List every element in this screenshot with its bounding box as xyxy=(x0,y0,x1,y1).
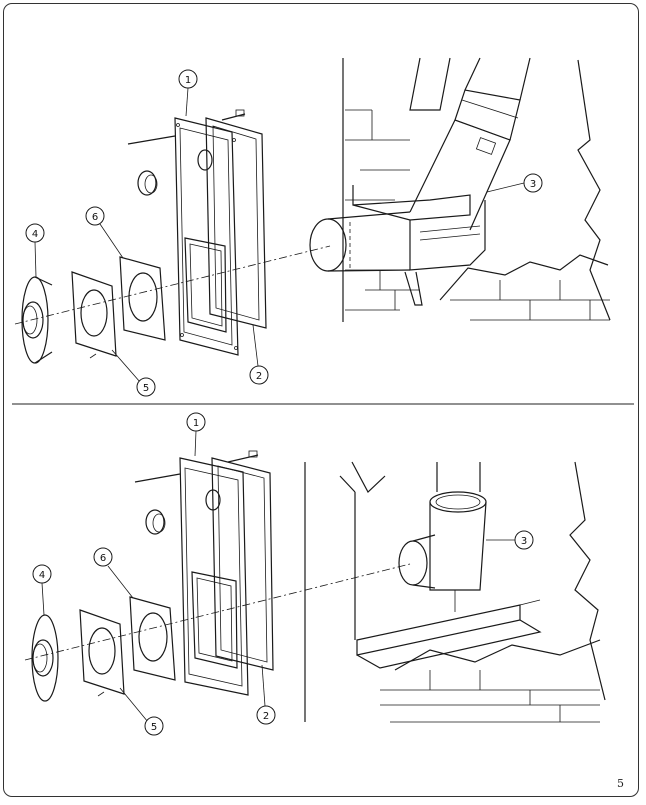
diagram-bottom: 1 2 3 4 5 6 xyxy=(24,412,606,736)
callout-1-top: 1 xyxy=(178,69,198,117)
callout-4-top: 4 xyxy=(25,223,45,278)
plug-cap-top xyxy=(137,170,158,196)
wall-section-top xyxy=(342,57,611,322)
svg-text:5: 5 xyxy=(151,722,157,733)
callout-6-top: 6 xyxy=(85,206,124,259)
svg-text:1: 1 xyxy=(193,418,199,429)
svg-text:2: 2 xyxy=(256,371,262,382)
seal-plate-bottom xyxy=(129,596,176,681)
callout-3-bottom: 3 xyxy=(486,530,534,550)
callout-4-bottom: 4 xyxy=(32,564,52,616)
callout-2-top: 2 xyxy=(249,324,269,385)
gasket-top xyxy=(205,117,267,329)
svg-text:4: 4 xyxy=(39,570,45,581)
callout-5-top: 5 xyxy=(111,349,156,397)
axis-line-bottom xyxy=(24,563,411,661)
screws-top xyxy=(127,109,246,145)
callout-6-bottom: 6 xyxy=(93,547,134,599)
svg-text:3: 3 xyxy=(530,179,536,190)
axis-line-top xyxy=(14,245,331,325)
svg-text:4: 4 xyxy=(32,229,38,240)
page-number: 5 xyxy=(617,777,624,790)
callout-3-top: 3 xyxy=(486,173,543,193)
seal-plate-top xyxy=(119,256,166,341)
svg-text:3: 3 xyxy=(521,536,527,547)
gasket-bottom xyxy=(211,457,274,671)
wall-section-bottom xyxy=(304,461,606,723)
callout-2-bottom: 2 xyxy=(256,664,276,725)
callout-1-bottom: 1 xyxy=(186,412,206,457)
callout-5-bottom: 5 xyxy=(119,687,164,736)
square-flange-bottom xyxy=(79,609,125,697)
diagram-top: 1 2 3 4 5 6 xyxy=(14,57,611,397)
svg-text:2: 2 xyxy=(263,711,269,722)
svg-text:6: 6 xyxy=(100,553,106,564)
svg-text:6: 6 xyxy=(92,212,98,223)
square-flange-top xyxy=(71,271,117,359)
rosette-top xyxy=(21,276,53,364)
plug-cap-bottom xyxy=(145,509,166,535)
svg-text:1: 1 xyxy=(185,75,191,86)
svg-text:5: 5 xyxy=(143,383,149,394)
flue-tee-bottom xyxy=(398,462,487,612)
flue-elbow-top xyxy=(309,57,531,272)
screws-bottom xyxy=(134,450,259,483)
rosette-bottom xyxy=(31,614,59,702)
page-frame xyxy=(3,3,639,797)
